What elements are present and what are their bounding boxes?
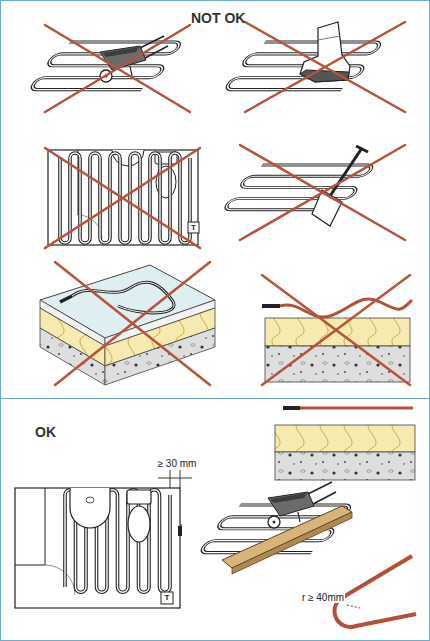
thermostat-mark: T: [191, 224, 196, 232]
section-heading: OK: [35, 424, 56, 440]
bend-radius-label: r ≥ 40mm: [301, 593, 345, 603]
cable-outline: [224, 165, 374, 210]
dimension-label: ≥ 30 mm: [157, 459, 198, 469]
section-panel: NOT OK: [0, 0, 430, 399]
section-panel: OK: [0, 398, 430, 641]
cable-core: [224, 165, 374, 210]
thermostat-mark: T: [165, 594, 170, 602]
heating-cable: [224, 165, 374, 210]
section-heading: NOT OK: [191, 10, 245, 26]
